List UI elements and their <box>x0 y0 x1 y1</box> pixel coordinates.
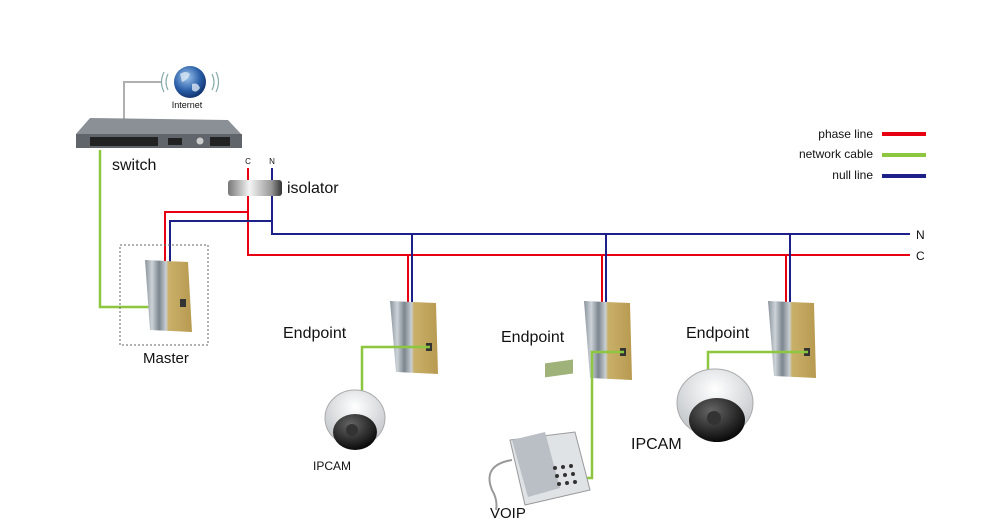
null-line-master <box>169 220 272 262</box>
isolator-label: isolator <box>287 180 339 197</box>
phase-line-master <box>164 211 248 262</box>
null-line-bus <box>271 196 910 235</box>
internet-uplink-cable <box>123 81 162 122</box>
endpoint-label-2: Endpoint <box>501 329 565 346</box>
legend-label-phase: phase line <box>818 127 873 141</box>
voip-label: VOIP <box>490 505 526 522</box>
ipcam-label-1: IPCAM <box>313 459 351 473</box>
phase-line-end-label: C <box>916 249 925 263</box>
switch-label: switch <box>112 157 156 174</box>
voip-phone-icon <box>488 359 591 511</box>
legend-label-network: network cable <box>799 147 873 161</box>
master-dashed-box <box>119 244 209 346</box>
ipcam-1-icon <box>324 389 386 450</box>
switch-device <box>76 118 242 148</box>
master-device <box>145 260 192 332</box>
endpoint-device-1 <box>390 301 438 374</box>
internet-label: Internet <box>172 100 203 110</box>
endpoint-label-1: Endpoint <box>283 325 347 342</box>
endpoint-device-3 <box>768 301 816 378</box>
null-top-label: N <box>269 157 275 166</box>
isolator-device <box>228 180 282 196</box>
legend: phase line network cable null line <box>799 127 926 182</box>
phase-top-label: C <box>245 157 251 166</box>
endpoint-label-3: Endpoint <box>686 325 750 342</box>
master-label: Master <box>143 350 189 367</box>
endpoint-power-drops <box>407 234 791 303</box>
ipcam-label-2: IPCAM <box>631 436 682 453</box>
null-line-end-label: N <box>916 228 925 242</box>
network-cable-ipcam-1 <box>360 345 430 394</box>
ipcam-2-icon <box>676 368 754 442</box>
legend-label-null: null line <box>832 168 873 182</box>
internet-globe-icon <box>160 66 220 98</box>
network-cable-ipcam-2 <box>706 350 808 370</box>
phase-line-bus <box>247 196 910 256</box>
